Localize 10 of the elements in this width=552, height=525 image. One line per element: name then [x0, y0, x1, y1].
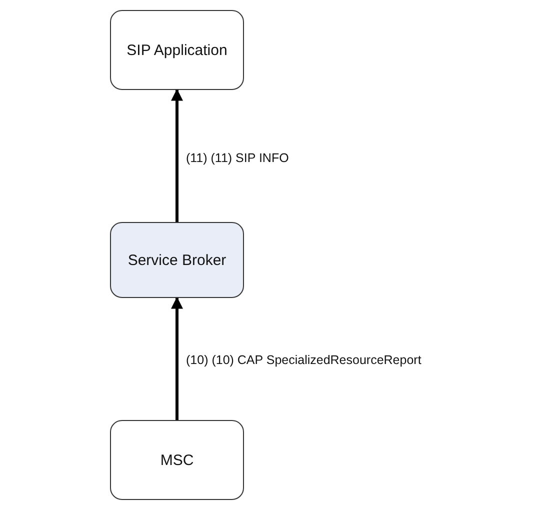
arrow	[171, 88, 183, 222]
edge-label: (11) (11) SIP INFO	[186, 150, 289, 165]
edge-label: (10) (10) CAP SpecializedResourceReport	[186, 353, 422, 368]
process-box	[110, 10, 244, 90]
node-label: MSC	[160, 452, 194, 468]
broker-box	[110, 222, 244, 298]
node-label: SIP Application	[126, 42, 228, 58]
process-box	[110, 420, 244, 500]
arrow	[171, 296, 183, 420]
node-label: Service Broker	[128, 252, 226, 268]
